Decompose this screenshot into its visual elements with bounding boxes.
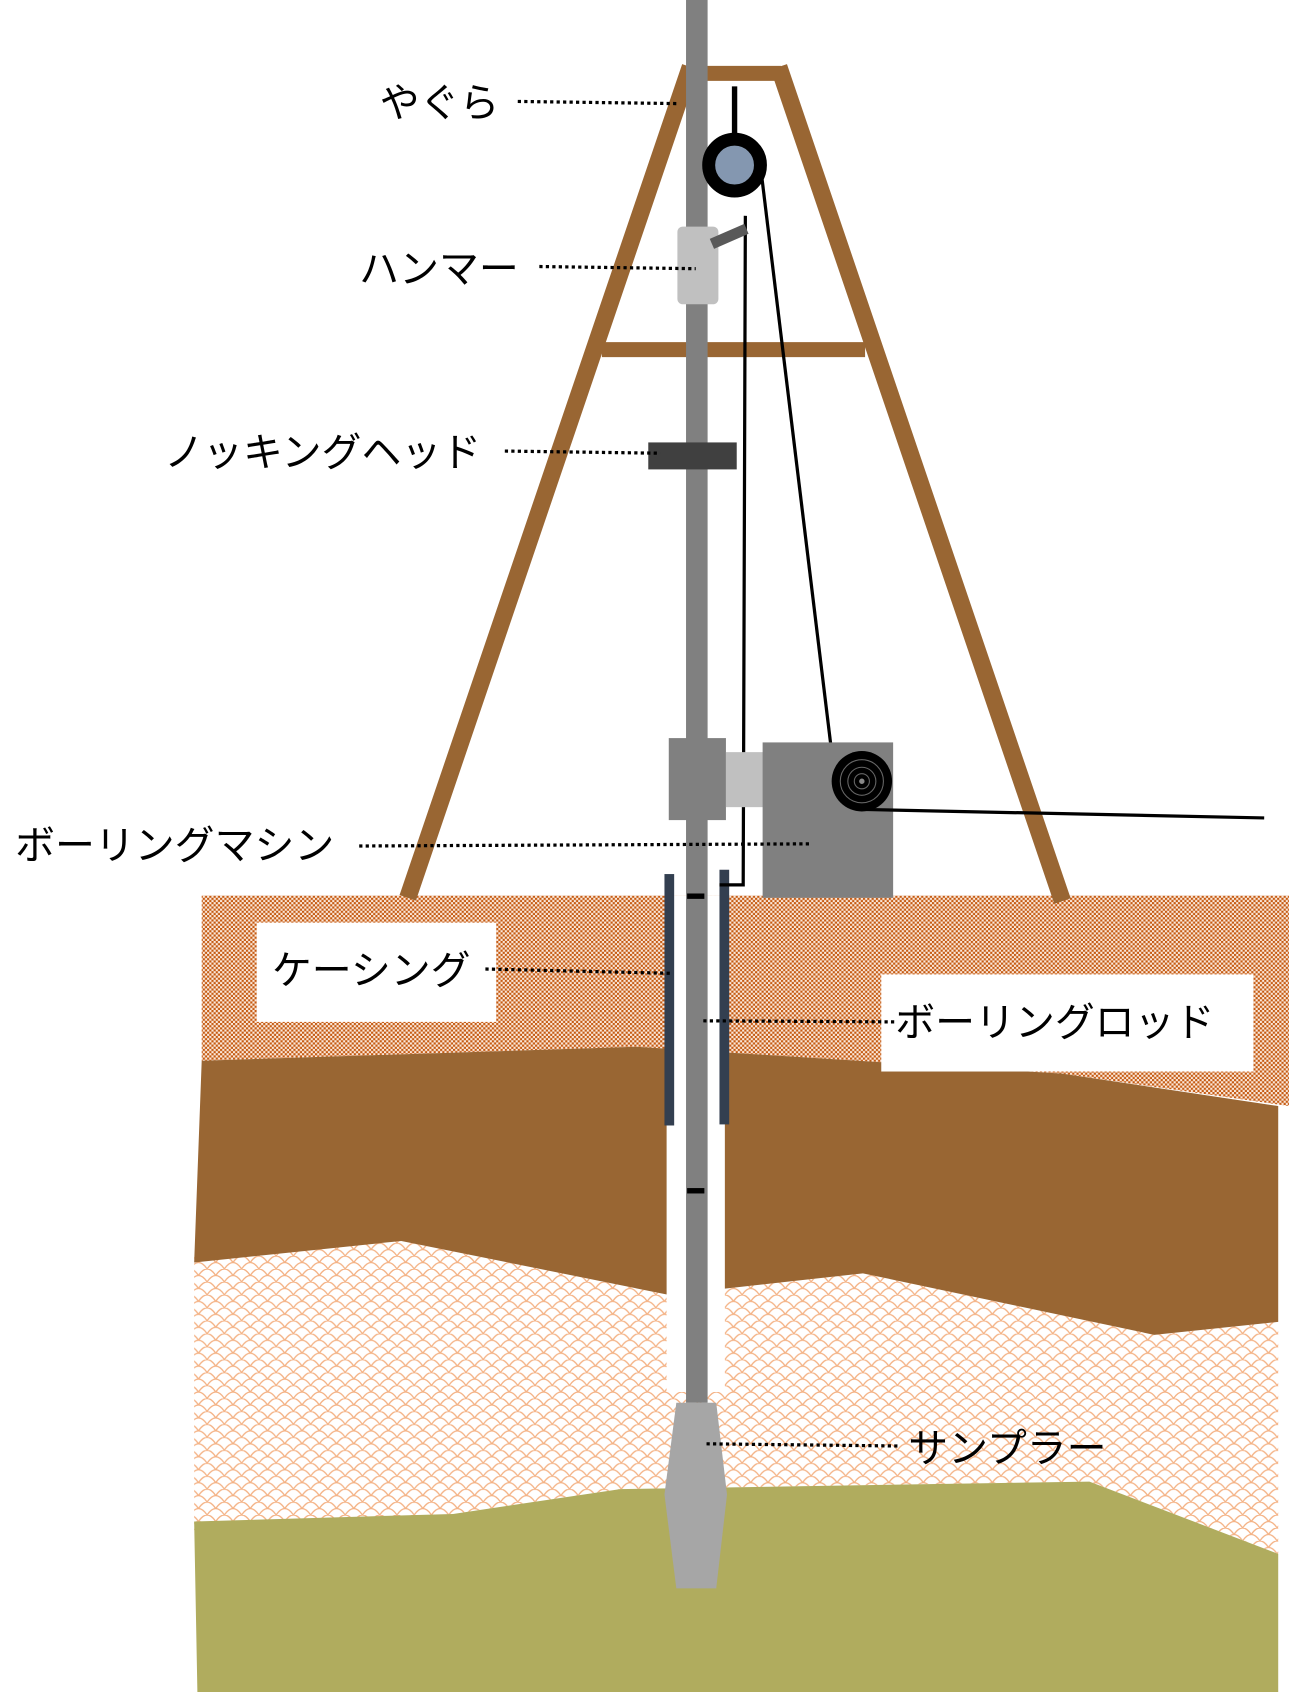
- hammer-arm: [709, 223, 749, 249]
- hammer: [677, 226, 719, 305]
- leader-boring-machine: [359, 842, 812, 848]
- hammer-rope: [719, 215, 747, 887]
- clay-layer: [194, 1046, 1279, 1335]
- leader-yagura: [517, 99, 678, 106]
- leader-knocking-head: [504, 449, 661, 455]
- rope-to-winch: [759, 174, 839, 797]
- knocking-head: [648, 442, 737, 470]
- casing-right: [719, 869, 730, 1125]
- label-boring-machine: ボーリングマシン: [15, 823, 334, 869]
- casing-left: [664, 874, 675, 1126]
- label-casing: ケーシング: [272, 948, 471, 994]
- sampler: [664, 1402, 728, 1589]
- pulley-icon: [702, 132, 767, 198]
- bedrock-layer: [194, 1481, 1279, 1692]
- label-sampler: サンプラー: [908, 1426, 1106, 1472]
- label-hammer: ハンマー: [359, 247, 519, 293]
- label-knocking-head: ノッキングヘッド: [164, 430, 481, 476]
- label-yagura: やぐら: [380, 81, 500, 127]
- boring-rod: [686, 0, 708, 1403]
- sand-layer: [194, 1240, 1279, 1554]
- winch-drum-icon: [831, 751, 893, 812]
- label-boring-rod: ボーリングロッド: [895, 1000, 1214, 1046]
- rod-joint: [687, 1188, 705, 1194]
- rod-label-box: [881, 974, 1254, 1072]
- leader-casing: [485, 967, 671, 975]
- boring-machine: [668, 738, 1265, 898]
- casing-label-box: [256, 922, 497, 1022]
- leader-hammer: [539, 264, 696, 271]
- rod-joint: [687, 893, 705, 899]
